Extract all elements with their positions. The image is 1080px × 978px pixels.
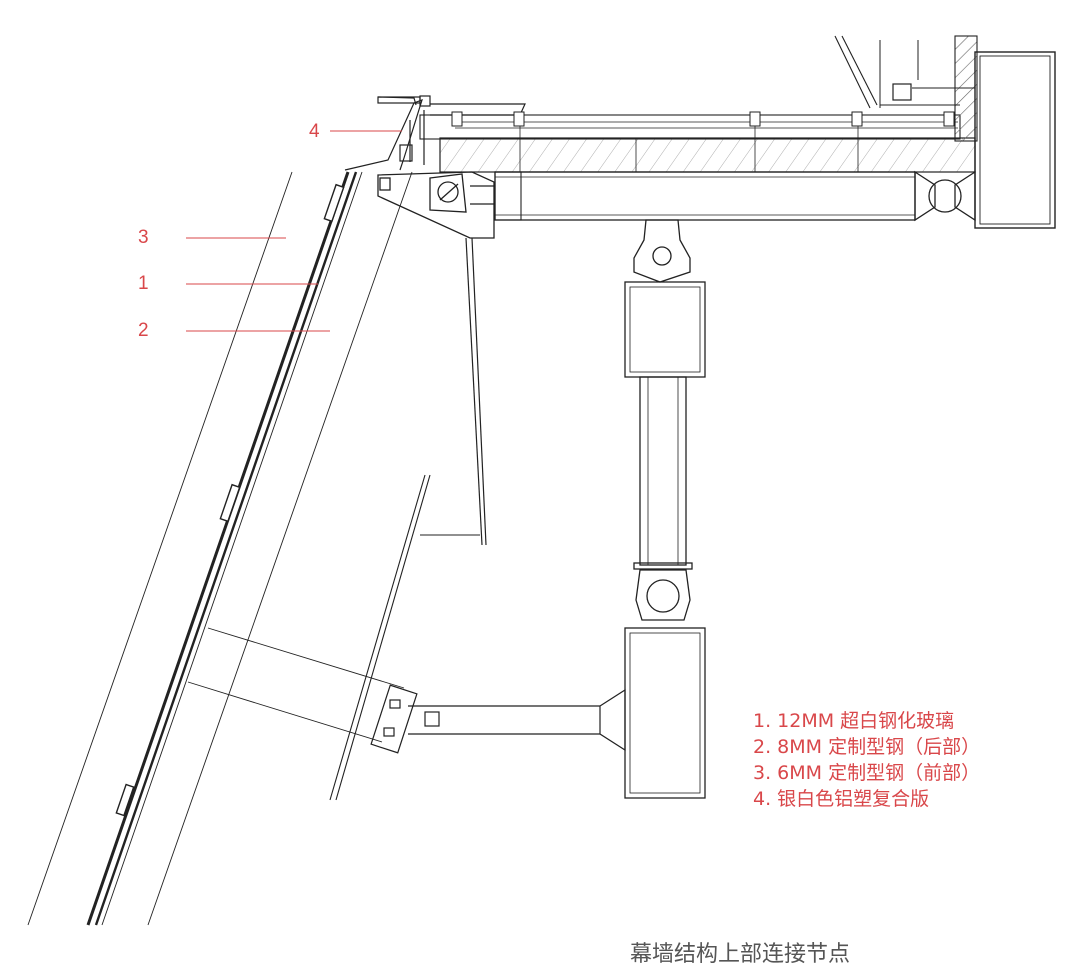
glass-clamp xyxy=(115,783,135,817)
callout-number-4: 4 xyxy=(309,121,320,142)
callout-number-2: 2 xyxy=(138,320,149,341)
lower-bracket xyxy=(187,474,626,801)
material-legend: 1. 12MM 超白钢化玻璃 2. 8MM 定制型钢（后部） 3. 6MM 定制… xyxy=(753,708,980,812)
roof-slab xyxy=(419,111,976,173)
glass-pane-face xyxy=(101,171,363,926)
legend-item: 4. 银白色铝塑复合版 xyxy=(753,788,930,810)
vertical-strut xyxy=(624,219,706,799)
glass-pane-inner xyxy=(94,171,358,926)
glass-clamp xyxy=(323,183,345,223)
glass-clamp xyxy=(219,483,241,523)
rear-steel-line xyxy=(147,171,413,926)
main-beam xyxy=(494,170,976,222)
legend-item: 2. 8MM 定制型钢（后部） xyxy=(753,736,981,758)
outer-frame-line xyxy=(27,171,293,926)
callout-number-3: 3 xyxy=(138,227,149,248)
glass-pane-outer xyxy=(86,171,350,926)
glass-facade xyxy=(27,171,413,926)
legend-item: 3. 6MM 定制型钢（前部） xyxy=(753,762,981,784)
side-wall xyxy=(834,35,1056,229)
legend-item: 1. 12MM 超白钢化玻璃 xyxy=(753,710,955,732)
drawing-caption: 幕墙结构上部连接节点 xyxy=(630,942,851,967)
top-bracket xyxy=(377,171,495,546)
callout-number-1: 1 xyxy=(138,273,149,294)
callout-leaders xyxy=(186,130,402,332)
